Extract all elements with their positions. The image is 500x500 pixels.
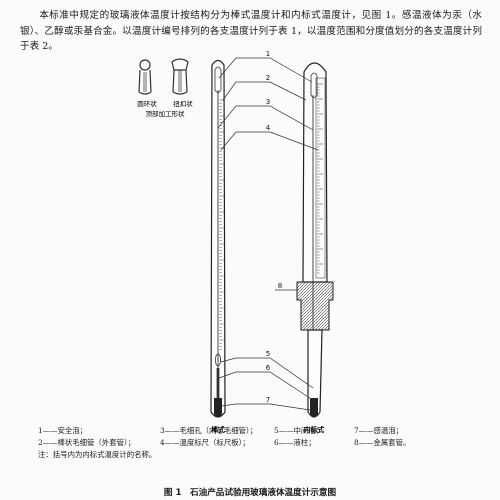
inner-scale-plate <box>315 77 326 279</box>
inner-upper-tube <box>302 62 328 283</box>
legend-item: 5——中间泡； <box>274 426 324 435</box>
legend-item: 3——毛细孔（内芯毛细管）； <box>160 426 258 435</box>
rod-scale-ticks <box>219 99 224 350</box>
callout-4: 4 <box>266 124 271 132</box>
legend-item: 4——温度标尺（标尺板）； <box>160 438 250 447</box>
intro-paragraph: 本标准中规定的玻璃液体温度计按结构分为棒式温度计和内标式温度计，见图 1。感温液… <box>20 10 482 52</box>
inner-scale-thermometer: 内标式 <box>296 62 334 434</box>
callout-leaders <box>217 57 319 411</box>
rod-thermometer: 棒式 <box>210 59 226 434</box>
rod-middle-bulb <box>214 353 221 367</box>
top-shape-button-icon <box>171 58 189 95</box>
legend-item: 2——棒状毛细管（外套管）； <box>38 438 136 447</box>
legend-row: 2——棒状毛细管（外套管）； 4——温度标尺（标尺板）； 6——液柱； 8——金… <box>38 437 478 449</box>
legend-item: 6——液柱； <box>274 438 316 447</box>
top-shape-ring-label: 圆环状 <box>137 99 157 108</box>
rod-label: 棒式 <box>211 425 225 434</box>
legend-row: 1——安全泡； 3——毛细孔（内芯毛细管）； 5——中间泡； 7——感温泡； <box>38 425 478 437</box>
callout-7: 7 <box>266 396 270 404</box>
rod-safety-bulb <box>214 66 222 93</box>
rod-sensing-bulb <box>214 398 222 417</box>
inner-sensing-bulb <box>310 398 318 417</box>
top-shape-button-label: 扭扣状 <box>173 99 193 108</box>
callout-3: 3 <box>266 98 270 106</box>
figure-legend: 1——安全泡； 3——毛细孔（内芯毛细管）； 5——中间泡； 7——感温泡； 2… <box>38 425 478 461</box>
legend-item: 8——金属套管。 <box>354 438 411 447</box>
legend-item: 1——安全泡； <box>38 426 88 435</box>
inner-label: 内标式 <box>304 425 325 434</box>
intro-text: 本标准中规定的玻璃液体温度计按结构分为棒式温度计和内标式温度计，见图 1。感温液… <box>20 8 482 55</box>
rod-liquid-column <box>216 368 220 400</box>
figure-caption: 图 1 石油产品试验用玻璃液体温度计示意图 <box>163 488 337 498</box>
inner-scale-ticks <box>317 83 323 274</box>
callout-2: 2 <box>266 74 270 82</box>
inner-safety-bulb <box>310 72 318 98</box>
callout-6: 6 <box>266 364 271 372</box>
callout-1: 1 <box>266 50 270 58</box>
callout-8: 8 <box>278 282 282 290</box>
top-shape-caption: 顶部加工形状 <box>146 109 186 118</box>
top-shape-ring-icon <box>138 59 152 95</box>
legend-note: 注：括号内为内标式温度计的名称。 <box>38 450 157 459</box>
metal-sleeve <box>296 281 334 331</box>
callout-5: 5 <box>266 350 270 358</box>
legend-item: 7——感温泡； <box>354 426 404 435</box>
